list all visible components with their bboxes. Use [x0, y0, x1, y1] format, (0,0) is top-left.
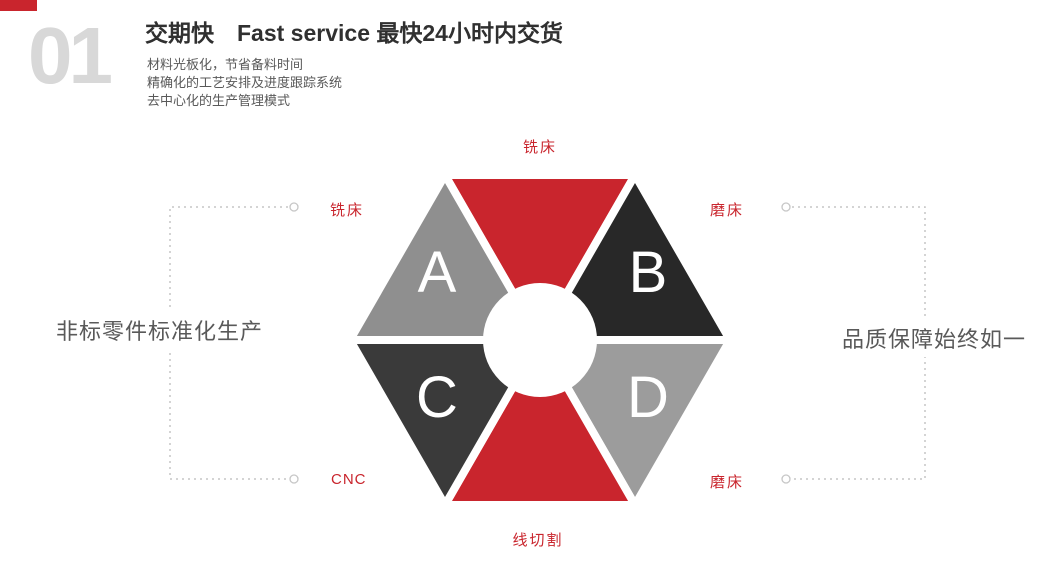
right-caption: 品质保障始终如一 — [836, 319, 1033, 357]
description-list: 材料光板化，节省备料时间 精确化的工艺安排及进度跟踪系统 去中心化的生产管理模式 — [147, 56, 342, 110]
label-grinding-lower-right: 磨床 — [710, 474, 745, 491]
letter-b: B — [629, 240, 668, 305]
section-number: 01 — [28, 11, 113, 100]
label-cnc: CNC — [331, 471, 367, 488]
letter-d: D — [627, 365, 669, 430]
description-line: 精确化的工艺安排及进度跟踪系统 — [147, 75, 343, 90]
right-bottom-node — [781, 474, 791, 484]
left-top-node — [289, 202, 299, 212]
segment-letters: A B C D — [416, 240, 669, 430]
right-top-node — [781, 202, 791, 212]
label-wire-cutting: 线切割 — [512, 532, 564, 549]
letter-c: C — [416, 365, 458, 430]
segment-upper-left — [346, 171, 544, 344]
letter-a: A — [418, 240, 457, 305]
hexagon-segments — [346, 171, 734, 509]
label-grinding-upper-right: 磨床 — [710, 202, 745, 219]
right-connector-line — [792, 206, 926, 480]
left-bottom-node — [289, 474, 299, 484]
description-line: 去中心化的生产管理模式 — [147, 93, 291, 108]
label-milling-left: 铣床 — [330, 202, 365, 219]
corner-accent-bar — [0, 0, 37, 11]
page-title: 交期快 Fast service 最快24小时内交货 — [145, 20, 563, 46]
description-line: 材料光板化，节省备料时间 — [147, 57, 304, 72]
left-caption: 非标零件标准化生产 — [50, 311, 270, 349]
label-milling-top: 铣床 — [522, 139, 558, 156]
center-circle — [483, 283, 597, 397]
